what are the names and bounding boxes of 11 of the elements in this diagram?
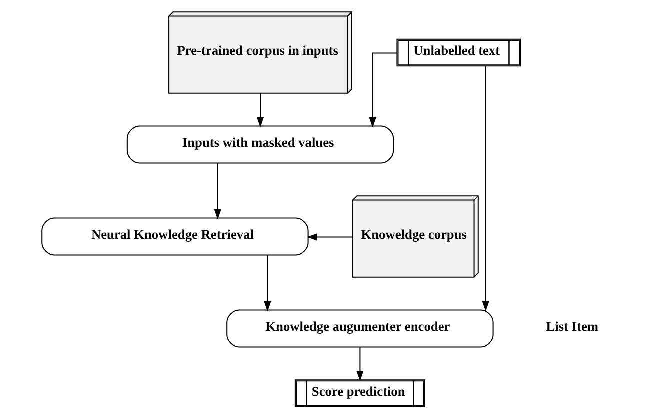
arrow <box>482 66 489 312</box>
arrow <box>368 52 396 128</box>
node-box: Knowledge augumenter encoder <box>226 310 494 348</box>
arrow <box>306 234 352 241</box>
node-box: Inputs with masked values <box>126 126 394 164</box>
arrow <box>264 255 271 312</box>
arrow <box>256 93 264 128</box>
node-box: Neural Knowledge Retrieval <box>41 218 308 256</box>
arrow <box>214 163 221 220</box>
label: List Item <box>546 319 598 334</box>
arrow <box>356 347 364 382</box>
